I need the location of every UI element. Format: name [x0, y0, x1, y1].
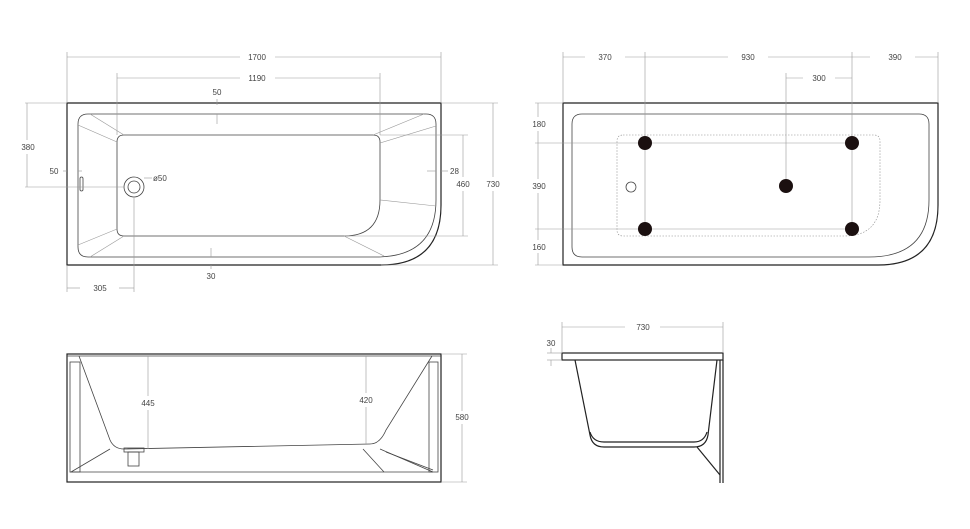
top-view-basin — [116, 134, 381, 237]
top-view-dimension-lines — [25, 52, 498, 292]
dim-drain-diameter: ø50 — [153, 174, 167, 183]
overflow-icon — [79, 176, 84, 192]
leg-front-right-icon — [845, 136, 859, 150]
top-view-rim — [77, 113, 437, 258]
dim-rim-left: 50 — [50, 167, 59, 176]
dim-width: 730 — [486, 180, 500, 189]
leg-front-left-icon — [638, 136, 652, 150]
dim-inner-length: 1190 — [248, 74, 266, 83]
front-view-outline — [66, 353, 442, 483]
dim-side-width: 730 — [636, 323, 650, 332]
bottom-view-rim — [571, 113, 930, 258]
dim-left-offset: 370 — [598, 53, 612, 62]
dim-drain-offset-x: 305 — [93, 284, 107, 293]
top-view-slope-lines — [77, 113, 437, 258]
dim-center-leg-offset: 300 — [812, 74, 826, 83]
leg-center-icon — [779, 179, 793, 193]
dim-right-offset: 390 — [888, 53, 902, 62]
bottom-view-outline — [562, 102, 939, 266]
side-view-outline — [561, 352, 724, 483]
dim-length: 1700 — [248, 53, 266, 62]
drain-fitting-icon — [123, 447, 145, 467]
dim-rim-right: 28 — [450, 167, 459, 176]
dim-depth-left: 445 — [141, 399, 155, 408]
leg-back-left-icon — [638, 222, 652, 236]
drain-inner-icon — [127, 180, 141, 194]
side-view: 730 30 — [547, 322, 724, 483]
dim-leg-spacing-y: 390 — [532, 182, 546, 191]
top-view: 1700 1190 50 380 50 ø50 28 460 730 30 30… — [21, 52, 500, 293]
front-view-inner-lines — [69, 355, 439, 473]
dim-depth-right: 420 — [359, 396, 373, 405]
basin-footprint-outline — [616, 134, 881, 237]
dim-bottom-offset: 160 — [532, 243, 546, 252]
dim-rim-bottom: 30 — [207, 272, 216, 281]
drain-hole-icon — [625, 181, 637, 193]
dim-leg-spacing-x: 930 — [741, 53, 755, 62]
dim-rim-thickness: 30 — [547, 339, 556, 348]
dim-drain-offset-y: 380 — [21, 143, 35, 152]
front-view: 445 420 580 — [66, 353, 469, 483]
leg-back-right-icon — [845, 222, 859, 236]
top-view-outline — [66, 102, 442, 266]
front-view-dimension-lines — [147, 353, 467, 483]
drain-icon — [123, 176, 145, 198]
bottom-view-dimension-lines — [535, 52, 939, 266]
dim-inner-width: 460 — [456, 180, 470, 189]
dim-top-offset: 180 — [532, 120, 546, 129]
bottom-view: 370 930 390 300 180 390 160 — [532, 52, 939, 266]
side-view-dimension-lines — [547, 322, 724, 366]
dim-rim-top: 50 — [213, 88, 222, 97]
dim-height: 580 — [455, 413, 469, 422]
